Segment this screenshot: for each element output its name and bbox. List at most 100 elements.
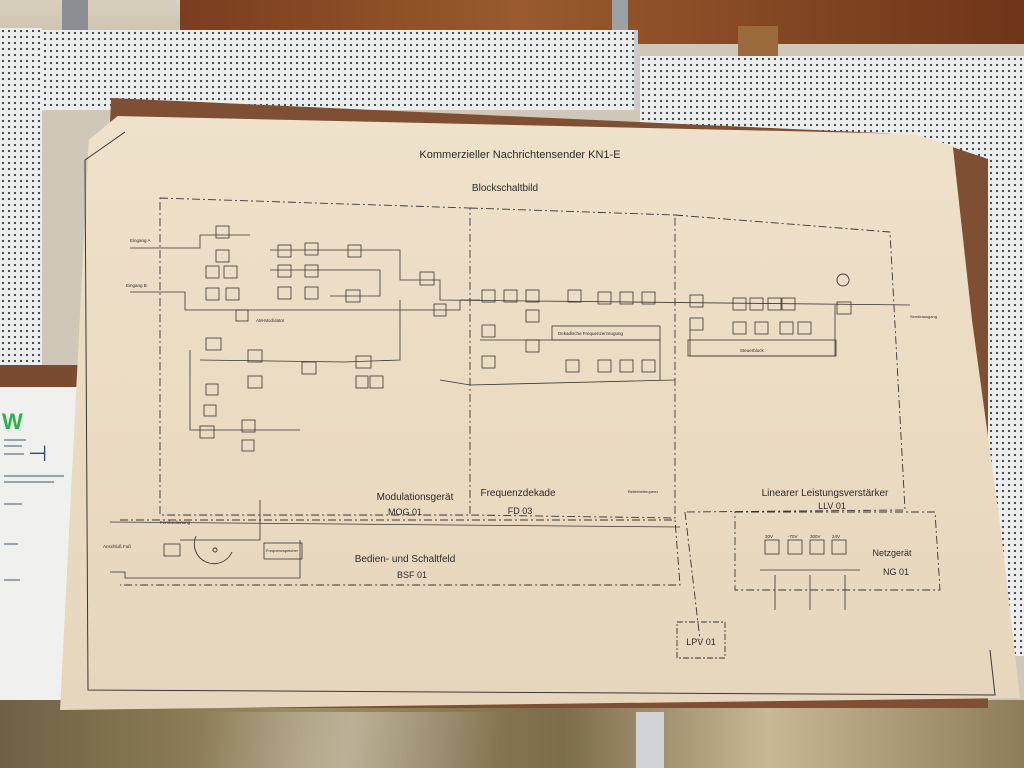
label-frequenzerzeugung: Dekadische Frequenzerzeugung [558,331,624,336]
circuit-block [235,309,249,322]
circuit-block [481,289,496,303]
circuit-block [369,375,384,389]
circuit-block [525,289,540,303]
circuit-block [732,297,747,311]
signal-line [199,300,401,363]
circuit-block [205,287,220,301]
circuit-block [481,324,496,338]
board-logo: W [2,409,23,434]
board-icon: ⊣ [28,441,48,466]
board-text-line [4,475,64,477]
perforated-wall-panel [0,28,42,368]
label-eingang-b: Eingang B [126,283,147,288]
circuit-block [277,286,292,300]
circuit-block [525,309,540,323]
board-text-line [4,543,18,545]
poster-border [84,159,996,696]
supply-block [764,539,780,555]
circuit-block [205,337,222,351]
label-eingang-a: Eingang A [130,238,151,243]
control-block [687,339,837,357]
label-anschluss: Anschluß Fuß [103,544,131,549]
circuit-block [215,249,230,263]
circuit-block [767,297,782,311]
circuit-block [619,359,634,373]
circuit-block [241,439,255,452]
label-sendeausgang: Sendeausgang [910,314,937,319]
plastic-sheen [150,712,650,768]
section-code-mog: MOG 01 [388,507,422,517]
perforated-wall-panel [42,30,638,110]
circuit-block [754,321,769,335]
circuit-block [247,349,263,363]
section-frame-fd [469,207,676,519]
label-betriebsfrequenz: Betriebsfrequenz [628,489,658,494]
frequency-generation-block [551,325,661,341]
circuit-block [199,425,215,439]
floor-plastic [0,700,1024,768]
section-frame-llv [674,214,906,513]
supply-block [787,539,803,555]
circuit-block [781,297,796,311]
board-text-line [4,453,24,455]
board-text-line [4,439,26,441]
board-text-line [4,481,54,483]
circuit-block [836,301,852,315]
rotary-switch-icon [212,547,218,553]
signal-line [130,234,250,249]
section-code-ng: NG 01 [883,567,909,577]
circuit-block [619,291,634,305]
section-name-mog: Modulationsgerät [377,492,454,503]
section-name-bsf: Bedien- und Schaltfeld [355,554,456,565]
circuit-block [355,375,369,389]
circuit-block [241,419,256,433]
supply-block [809,539,825,555]
meter-icon [836,273,850,287]
circuit-block [247,375,263,389]
circuit-block [525,339,540,353]
circuit-block [779,321,794,335]
section-name-ng: Netzgerät [872,548,912,558]
circuit-block [565,359,580,373]
supply-label: 24V [832,534,840,539]
label-frequenzspeicher: Frequenzspeicher [266,548,299,553]
circuit-block [597,291,612,305]
circuit-block [749,297,764,311]
circuit-block [304,242,319,256]
circuit-block [503,289,518,303]
label-steuerblock: Steuerblock [740,348,765,353]
lpv-link [684,511,701,641]
circuit-block [203,404,217,417]
circuit-blocks [163,225,852,560]
signal-line [774,575,846,610]
circuit-block [797,321,812,335]
beam-block [738,26,778,56]
section-code-llv: LLV 01 [818,501,846,511]
circuit-block [215,225,230,239]
circuit-block [223,265,238,279]
board-text-line [4,445,22,447]
poster-subtitle: Blockschaltbild [472,183,538,194]
metal-clip [636,712,664,768]
circuit-block [163,543,181,557]
circuit-block [567,289,582,303]
panel-seam [634,30,638,110]
circuit-block [205,265,220,279]
circuit-block [277,264,292,278]
metal-bracket [62,0,88,30]
circuit-block [345,289,361,303]
section-code-bsf: BSF 01 [397,570,427,580]
circuit-block [277,244,292,258]
signal-line [270,269,381,297]
lpv-label: LPV 01 [686,637,716,647]
poster-border [84,131,126,161]
frequency-memory-block [263,542,303,560]
circuit-block [689,317,704,331]
circuit-block [304,286,319,300]
poster-paper [60,116,1020,710]
circuit-block [205,383,219,396]
circuit-block [433,303,447,317]
section-frame-mog [159,197,471,516]
label-modulator: AM-Modulator [256,318,285,323]
signal-line [189,350,300,431]
